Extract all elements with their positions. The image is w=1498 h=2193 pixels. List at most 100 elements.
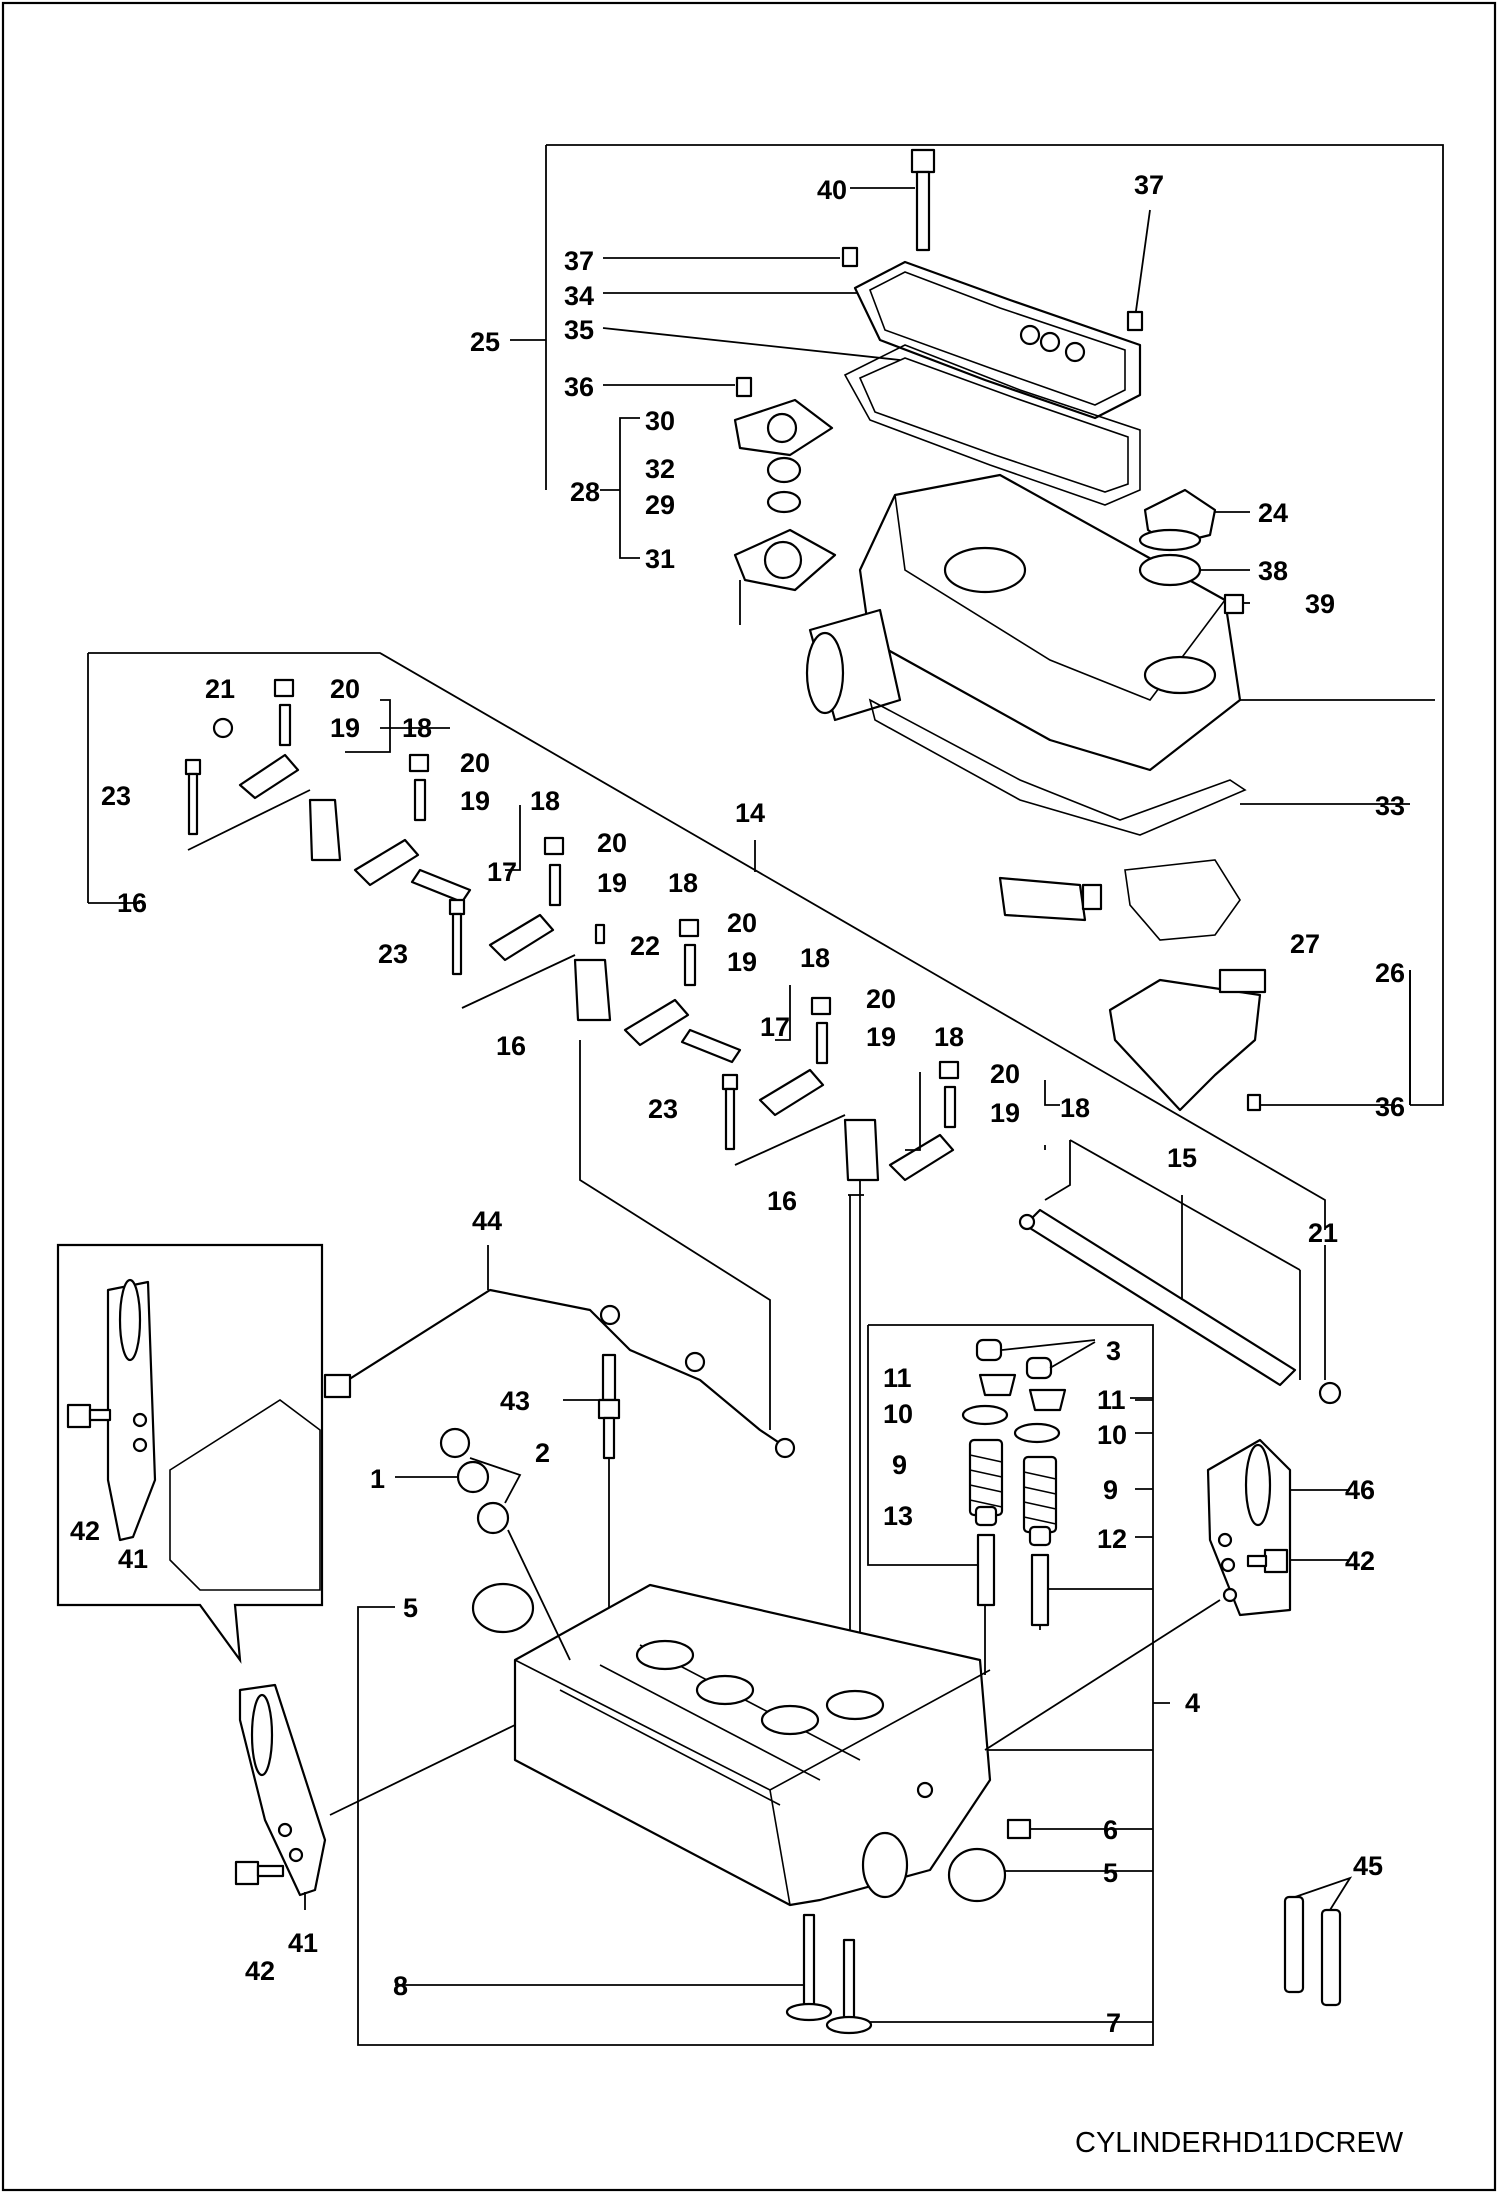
- callout-45: 45: [1353, 1851, 1383, 1881]
- guide-b: [1030, 1553, 1050, 1627]
- callout-24: 24: [1258, 498, 1288, 528]
- callout-3: 3: [1106, 1336, 1121, 1366]
- valve-8: [802, 1913, 816, 2012]
- callout-9: 9: [1103, 1475, 1118, 1505]
- callout-40: 40: [817, 175, 847, 205]
- callout-20: 20: [990, 1059, 1020, 1089]
- callout-28: 28: [570, 477, 600, 507]
- callout-34: 34: [564, 281, 594, 311]
- spring-32: [766, 456, 802, 484]
- retainer-10a: [961, 1404, 1009, 1426]
- rocker-shaft-15: [1023, 1208, 1297, 1387]
- valve-7: [842, 1938, 856, 2027]
- nut-20a: [273, 678, 295, 698]
- callout-10: 10: [883, 1399, 913, 1429]
- rocker-arm-group: [87, 652, 1342, 1720]
- callout-37: 37: [1134, 170, 1164, 200]
- callout-43: 43: [500, 1386, 530, 1416]
- rocker-arm-18c: [488, 913, 555, 962]
- valve-group: [357, 1324, 1170, 2046]
- cover-plate-26: [1108, 978, 1262, 1112]
- callout-39: 39: [1305, 589, 1335, 619]
- pin-22: [594, 923, 606, 945]
- plug-5b: [947, 1847, 1007, 1903]
- callout-15: 15: [1167, 1143, 1197, 1173]
- seal-13: [974, 1505, 998, 1527]
- stud-19a: [278, 703, 292, 747]
- callout-42: 42: [245, 1956, 275, 1986]
- callout-16: 16: [117, 888, 147, 918]
- callout-2: 2: [535, 1438, 550, 1468]
- gasket-33: [868, 698, 1247, 836]
- glow-plug-wiring: [323, 1245, 796, 1690]
- callout-41: 41: [118, 1544, 148, 1574]
- callout-labels: 40 37 37 34 25 35 36 30 32 28 29 31 24 3…: [70, 170, 1405, 2159]
- stud-19b: [413, 778, 427, 822]
- callout-5: 5: [403, 1593, 418, 1623]
- callout-8: 8: [393, 1971, 408, 2001]
- callout-10: 10: [1097, 1420, 1127, 1450]
- callout-13: 13: [883, 1501, 913, 1531]
- seal-12: [1028, 1525, 1052, 1547]
- o-ring-38: [1138, 553, 1202, 587]
- callout-21: 21: [1308, 1218, 1338, 1248]
- callout-16: 16: [496, 1031, 526, 1061]
- callout-12: 12: [1097, 1524, 1127, 1554]
- bolt-23a: [184, 758, 202, 776]
- cap-3b: [1025, 1356, 1053, 1380]
- nut-21b: [1318, 1381, 1342, 1405]
- drawing-code: CYLINDERHD11DCREW: [1075, 2127, 1404, 2159]
- callout-19: 19: [990, 1098, 1020, 1128]
- stud-19d: [683, 943, 697, 987]
- nut-21a: [212, 717, 234, 739]
- bolt-42b: [1263, 1548, 1289, 1574]
- callout-44: 44: [472, 1206, 502, 1236]
- callout-29: 29: [645, 490, 675, 520]
- stud-45b: [1320, 1908, 1342, 2007]
- callout-5: 5: [1103, 1858, 1118, 1888]
- spring-17a: [410, 868, 472, 904]
- retainer-10b: [1013, 1422, 1061, 1444]
- bolt-36b: [1246, 1093, 1262, 1112]
- gasket-35: [843, 344, 1141, 506]
- guide-a: [976, 1533, 996, 1607]
- rocker-arm-18f: [888, 1133, 955, 1182]
- plug-5a: [471, 1582, 535, 1634]
- wire-44: [339, 1288, 791, 1451]
- rocker-cover-group: [510, 144, 1444, 1112]
- cap-3a: [975, 1338, 1003, 1362]
- callout-18: 18: [934, 1022, 964, 1052]
- callout-11: 11: [1097, 1385, 1126, 1415]
- glow-plug-43: [601, 1353, 617, 1402]
- callout-36: 36: [564, 372, 594, 402]
- cup-plug-2a: [439, 1427, 471, 1459]
- callout-23: 23: [648, 1094, 678, 1124]
- collet-11b: [1028, 1388, 1067, 1412]
- stud-19e: [815, 1021, 829, 1065]
- callout-20: 20: [727, 908, 757, 938]
- callout-38: 38: [1258, 556, 1288, 586]
- callout-19: 19: [330, 713, 360, 743]
- cup-plug-2b: [476, 1501, 510, 1535]
- cover-plate-34: [853, 260, 1142, 420]
- callout-21: 21: [205, 674, 235, 704]
- nut-20b: [408, 753, 430, 773]
- rocker-arm-18d: [623, 998, 690, 1047]
- callout-19: 19: [597, 868, 627, 898]
- collet-11a: [978, 1373, 1017, 1397]
- callout-23: 23: [378, 939, 408, 969]
- rocker-support-16c: [843, 1118, 880, 1182]
- lifting-brackets: [56, 1243, 1350, 1910]
- nut-20f: [938, 1060, 960, 1080]
- callout-42: 42: [1345, 1546, 1375, 1576]
- callout-9: 9: [892, 1450, 907, 1480]
- rocker-cover: [858, 473, 1242, 772]
- callout-22: 22: [630, 931, 660, 961]
- bolt-42c: [234, 1860, 260, 1886]
- callout-11: 11: [883, 1363, 912, 1393]
- callout-17: 17: [487, 857, 517, 887]
- rocker-support-16b: [573, 958, 612, 1022]
- callout-18: 18: [402, 713, 432, 743]
